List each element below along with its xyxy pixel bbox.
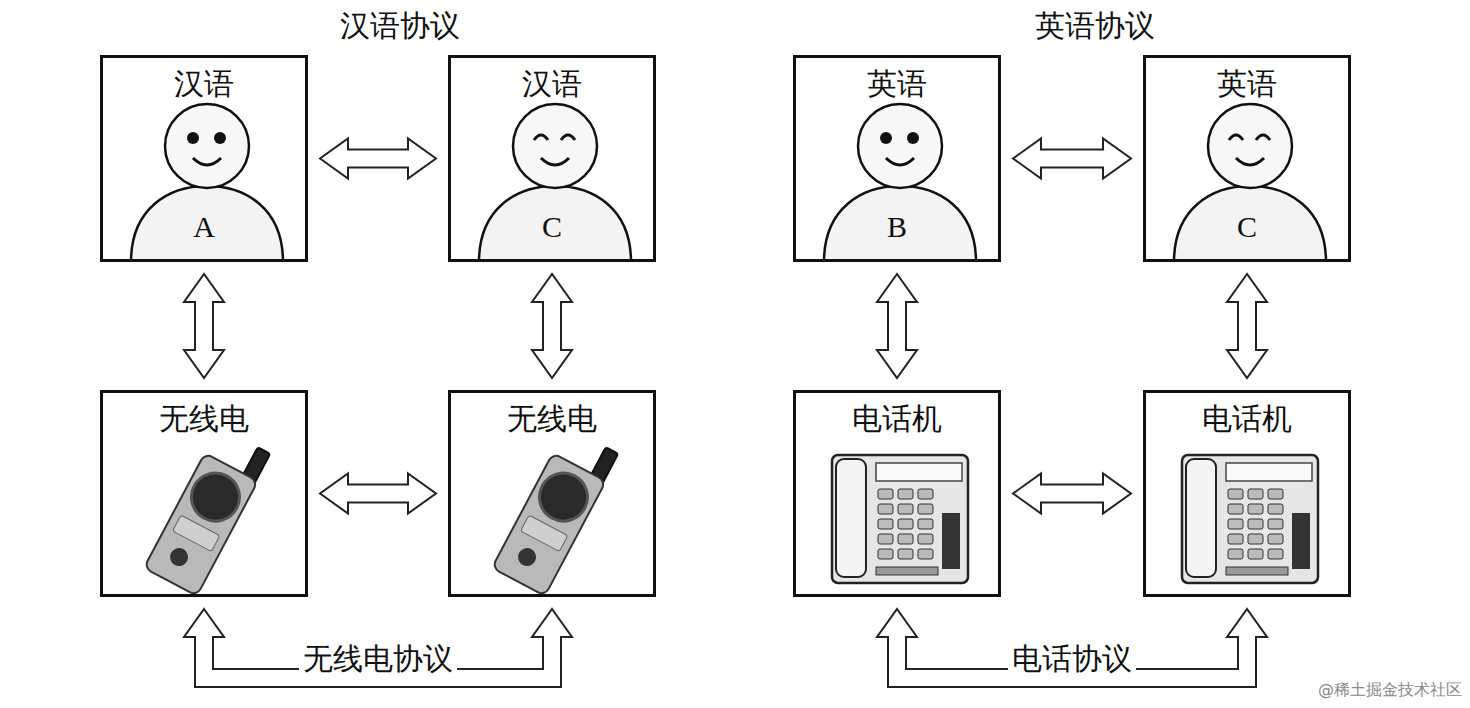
radio-box: 无线电: [448, 390, 656, 597]
box-heading: 汉语: [451, 64, 653, 105]
person-letter: C: [1146, 210, 1348, 244]
box-heading: 无线电: [451, 399, 653, 440]
person-box: 汉语 C: [448, 55, 656, 262]
hollow-arrow: [877, 274, 917, 378]
person-letter: A: [103, 210, 305, 244]
hollow-arrow: [1013, 139, 1131, 179]
hollow-arrow: [320, 474, 436, 514]
hollow-arrow: [320, 139, 436, 179]
protocol-title: 英语协议: [1035, 6, 1155, 47]
box-heading: 汉语: [103, 64, 305, 105]
radio-box: 无线电: [100, 390, 308, 597]
person-box: 英语 B: [793, 55, 1001, 262]
hollow-arrow: [184, 274, 224, 378]
hollow-arrow: [1013, 474, 1131, 514]
protocol-title: 汉语协议: [340, 6, 460, 47]
person-box: 汉语 A: [100, 55, 308, 262]
protocol-label: 无线电协议: [299, 639, 457, 680]
box-heading: 无线电: [103, 399, 305, 440]
watermark: @稀土掘金技术社区: [1318, 680, 1462, 701]
person-box: 英语 C: [1143, 55, 1351, 262]
person-letter: C: [451, 210, 653, 244]
phone-box: 电话机: [1143, 390, 1351, 597]
person-letter: B: [796, 210, 998, 244]
protocol-label: 电话协议: [1008, 639, 1136, 680]
hollow-arrow: [877, 609, 1267, 687]
phone-box: 电话机: [793, 390, 1001, 597]
hollow-arrow: [532, 274, 572, 378]
hollow-arrow: [184, 609, 572, 687]
box-heading: 英语: [1146, 64, 1348, 105]
box-heading: 电话机: [796, 399, 998, 440]
hollow-arrow: [1227, 274, 1267, 378]
box-heading: 英语: [796, 64, 998, 105]
box-heading: 电话机: [1146, 399, 1348, 440]
